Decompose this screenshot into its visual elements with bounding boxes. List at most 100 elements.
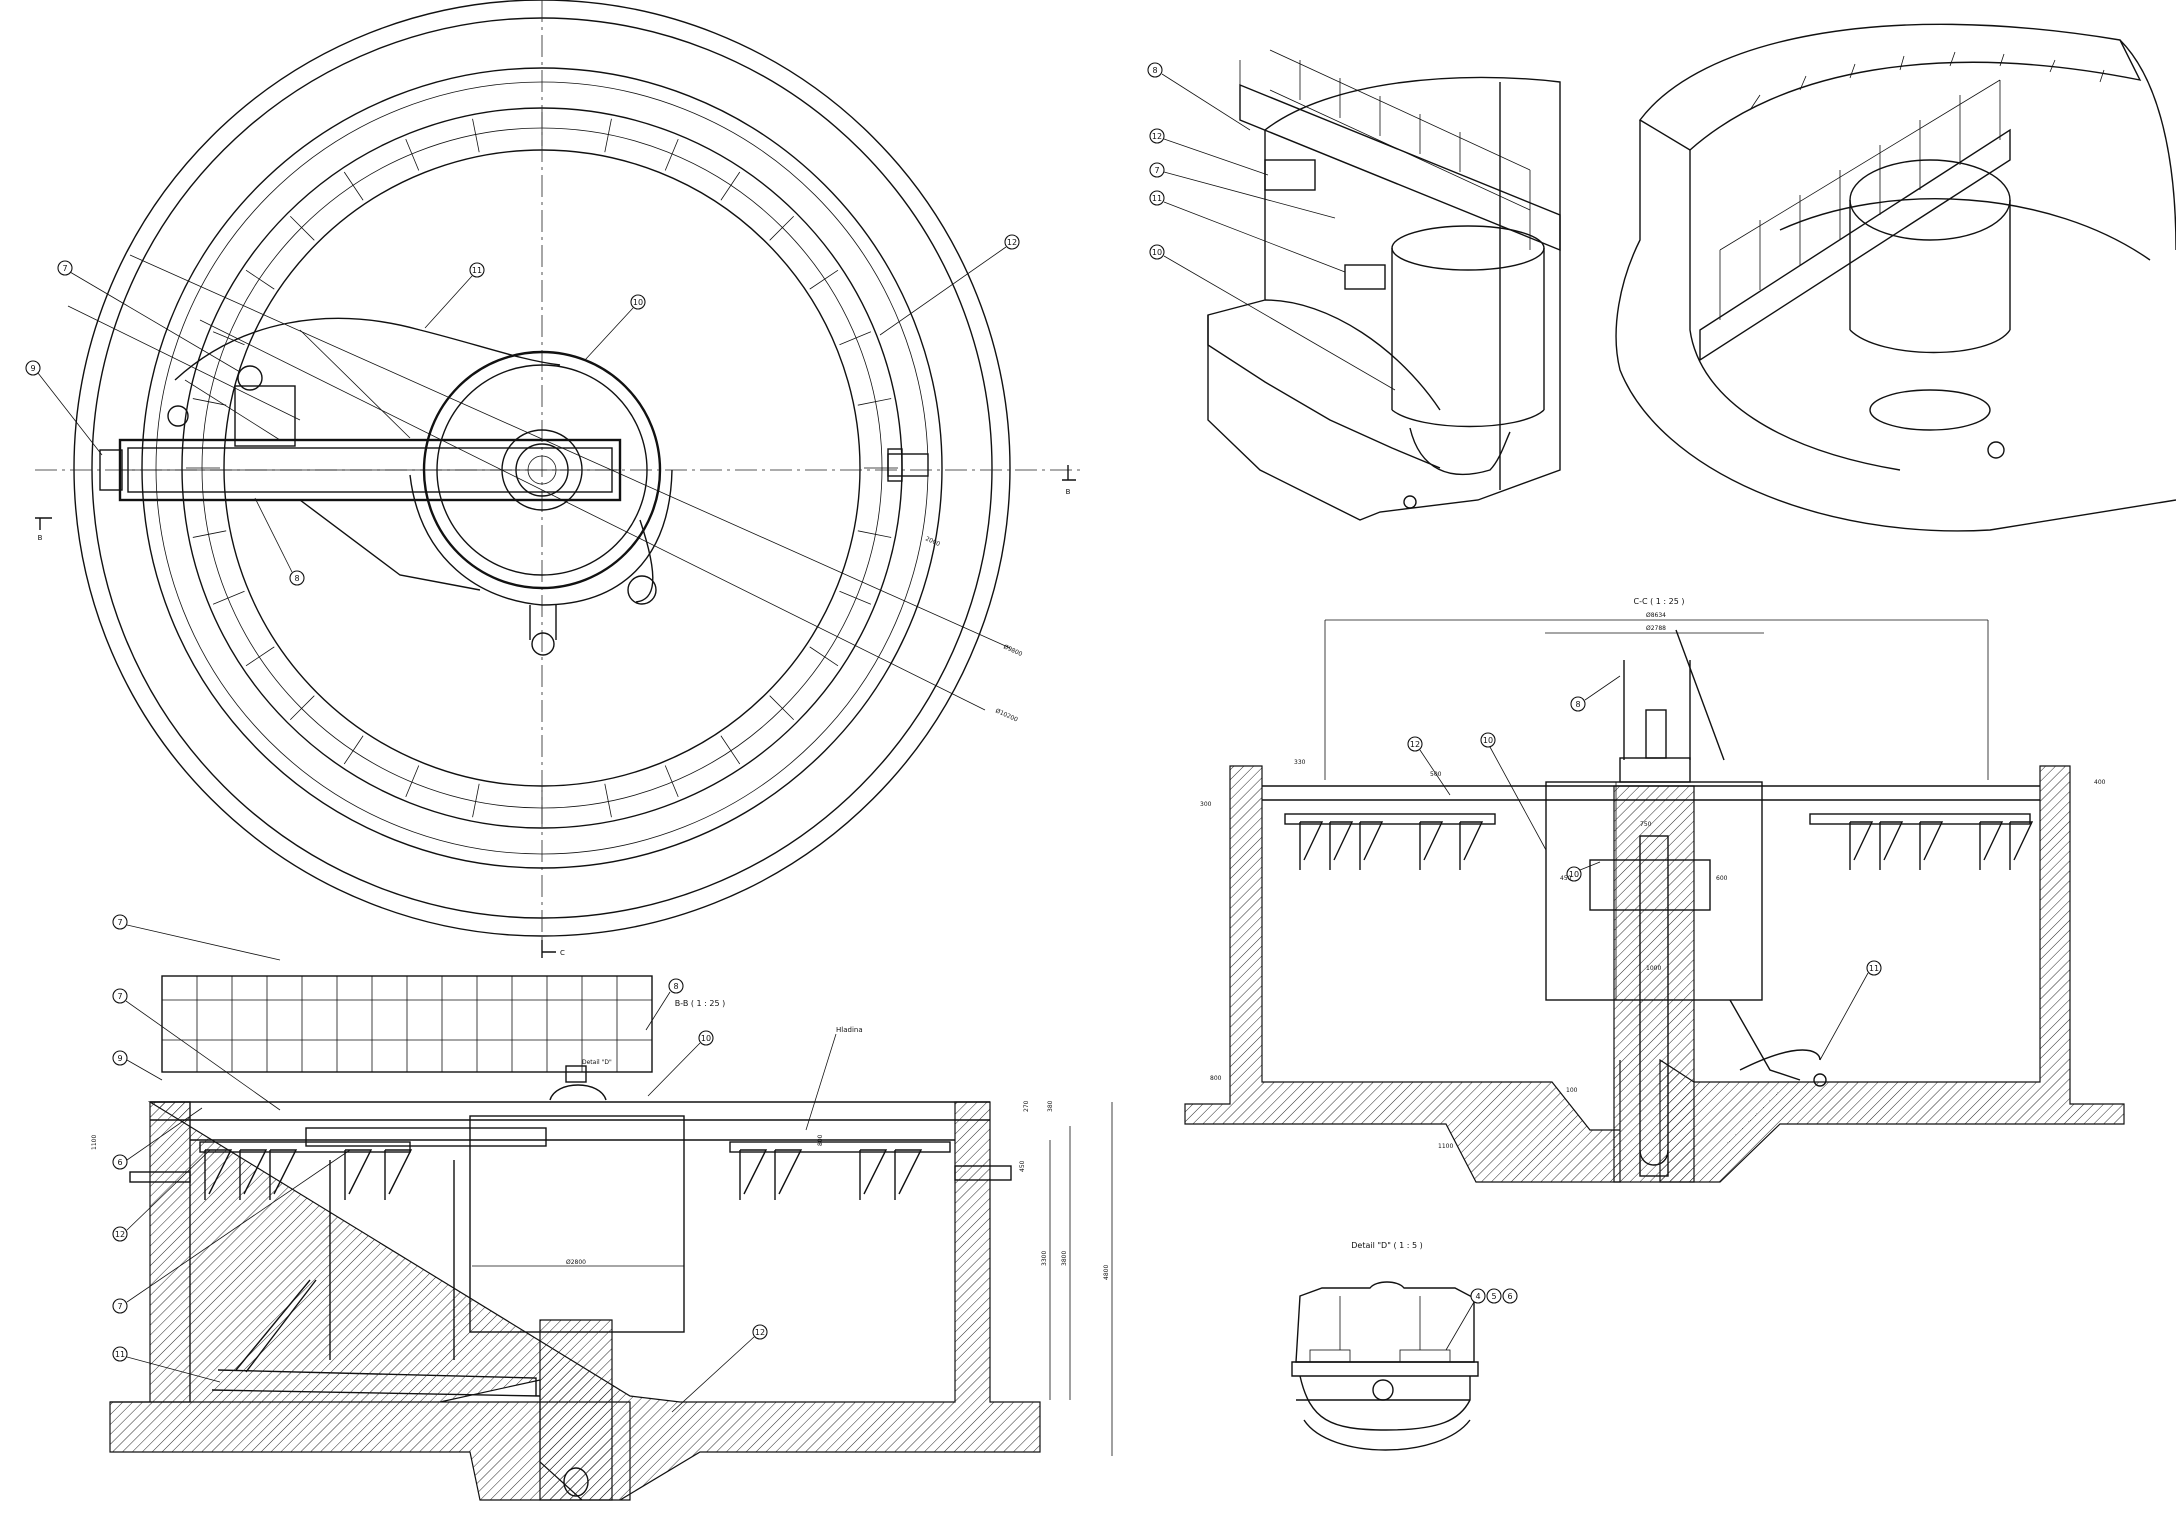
- b-balloon-7b-label: 7: [117, 992, 122, 1001]
- c-dim-300: 300: [1200, 801, 1212, 808]
- iso-balloon-10: [1149, 244, 1165, 260]
- plan-bracket: [664, 765, 679, 798]
- plan-bracket: [720, 171, 741, 201]
- plan-bracket: [604, 783, 612, 818]
- plan-bracket: [809, 646, 839, 667]
- b-dim-450: 450: [1019, 1160, 1026, 1172]
- iso-balloon-7-label: 7: [1154, 166, 1159, 175]
- iso-balloon-10-label: 10: [1152, 248, 1162, 257]
- c-bracket: [1459, 821, 1484, 870]
- b-balloon-10: [698, 1030, 714, 1046]
- plan-balloon-12-label: 12: [1007, 238, 1017, 247]
- b-balloon-7a-label: 7: [117, 918, 122, 927]
- b-balloon-12: [112, 1226, 128, 1242]
- c-dim-750: 750: [1640, 821, 1652, 828]
- plan-bracket: [839, 331, 872, 346]
- c-balloon-10b: [1566, 866, 1582, 882]
- b-bracket: [204, 1149, 233, 1200]
- plan-bracket: [769, 695, 795, 721]
- plan-bracket: [604, 118, 612, 153]
- c-balloon-10a: [1480, 732, 1496, 748]
- plan-bracket: [245, 646, 275, 667]
- detail-balloon-6: [1502, 1288, 1518, 1304]
- b-balloon-12-label: 12: [115, 1230, 125, 1239]
- b-balloon-12b-label: 12: [755, 1328, 765, 1337]
- b-dim-270: 270: [1023, 1100, 1030, 1112]
- b-launder-left: [199, 1141, 411, 1153]
- c-launder-right: [1809, 813, 2031, 825]
- plan-bracket: [405, 138, 420, 171]
- iso-balloon-12-label: 12: [1152, 132, 1162, 141]
- b-balloon-6-label: 6: [117, 1158, 122, 1167]
- c-dim-400: 400: [2094, 779, 2106, 786]
- c-dim-330: 330: [1294, 759, 1306, 766]
- isometric-view-overall: [1615, 23, 2176, 532]
- c-dim-600: 600: [1716, 875, 1728, 882]
- c-bracket: [1299, 821, 1324, 870]
- detail-d: Detail "D" ( 1 : 5 ) 4 5 6: [1291, 1241, 1518, 1451]
- iso-balloon-11: [1149, 190, 1165, 206]
- b-balloon-8-label: 8: [673, 982, 678, 991]
- c-dim-1100: 1100: [1438, 1143, 1453, 1150]
- b-dim-2800: Ø2800: [566, 1259, 586, 1266]
- b-balloon-10-label: 10: [701, 1034, 711, 1043]
- c-balloon-12-label: 12: [1410, 740, 1420, 749]
- c-bracket: [1419, 821, 1444, 870]
- plan-bracket: [664, 138, 679, 171]
- plan-bracket: [769, 215, 795, 241]
- plan-bracket: [857, 530, 892, 538]
- section-mark-c: C: [560, 949, 565, 957]
- plan-balloon-9-label: 9: [30, 364, 35, 373]
- c-balloon-10a-label: 10: [1483, 736, 1493, 745]
- b-bracket: [344, 1149, 373, 1200]
- b-label-hladina: Hladina: [836, 1026, 863, 1034]
- b-launder-right: [729, 1141, 951, 1153]
- section-mark-b-right: B: [1066, 488, 1071, 496]
- plan-dim-10200: Ø10200: [994, 707, 1019, 723]
- detail-balloon-6-label: 6: [1507, 1292, 1512, 1301]
- detail-balloon-4: [1470, 1288, 1486, 1304]
- plan-balloon-7: [57, 260, 73, 276]
- b-balloon-7b: [112, 988, 128, 1004]
- plan-balloon-9: [25, 360, 41, 376]
- plan-bracket: [720, 735, 741, 765]
- detail-d-title: Detail "D" ( 1 : 5 ): [1351, 1241, 1422, 1250]
- detail-balloon-5: [1486, 1288, 1502, 1304]
- plan-bracket: [289, 695, 315, 721]
- plan-bracket: [472, 118, 480, 153]
- launder-brackets-section-c: [1284, 813, 2034, 870]
- c-dim-450: 450: [1560, 875, 1572, 882]
- b-balloon-11-label: 11: [115, 1350, 125, 1359]
- plan-balloon-7-label: 7: [62, 264, 67, 273]
- c-balloon-8: [1570, 696, 1586, 712]
- b-dim-4800: 4800: [1103, 1265, 1110, 1280]
- plan-balloon-8: [289, 570, 305, 586]
- plan-bracket: [809, 269, 839, 290]
- plan-bracket: [472, 783, 480, 818]
- b-balloon-7c: [112, 1298, 128, 1314]
- launder-brackets-section-b: [199, 1141, 951, 1200]
- b-bracket: [239, 1149, 268, 1200]
- plan-bracket: [343, 171, 364, 201]
- handrail-posts: [161, 976, 653, 1072]
- c-dim-800: 800: [1210, 1075, 1222, 1082]
- b-dim-3300: 3300: [1041, 1251, 1048, 1266]
- b-balloon-6: [112, 1154, 128, 1170]
- c-dim-100: 100: [1566, 1087, 1578, 1094]
- b-label-detail-d: Detail "D": [582, 1059, 612, 1066]
- plan-bracket: [405, 765, 420, 798]
- isometric-view-cutaway: 8 12 7 11 10: [1147, 49, 1561, 521]
- c-balloon-11-label: 11: [1869, 964, 1879, 973]
- c-dim-500: 500: [1430, 771, 1442, 778]
- b-balloon-7a: [112, 914, 128, 930]
- plan-balloon-10-label: 10: [633, 298, 643, 307]
- c-launder-left: [1284, 813, 1496, 825]
- plan-bracket: [212, 590, 245, 605]
- detail-balloon-5-label: 5: [1491, 1292, 1496, 1301]
- plan-dim-9800: Ø9800: [1002, 643, 1023, 658]
- c-bracket: [2009, 821, 2034, 870]
- plan-view: Ø9800 Ø10200 2000 B B C 7 9 8 11 10 12: [25, 0, 1080, 958]
- c-bracket: [1329, 821, 1354, 870]
